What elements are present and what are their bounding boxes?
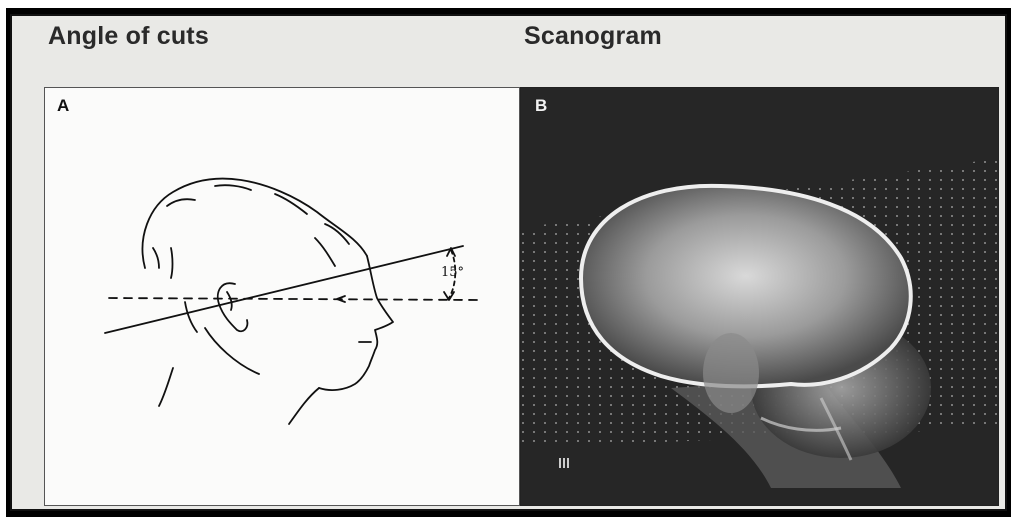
panel-b-scanogram: B (520, 87, 999, 506)
title-angle-of-cuts: Angle of cuts (48, 22, 209, 51)
angle-label: 15° (441, 265, 464, 280)
panel-b-label: B (535, 96, 547, 116)
skull-xray-image (521, 88, 999, 506)
head-sketch-illustration (45, 88, 521, 507)
title-scanogram: Scanogram (524, 22, 662, 51)
panel-a-head-drawing: A (44, 87, 520, 506)
